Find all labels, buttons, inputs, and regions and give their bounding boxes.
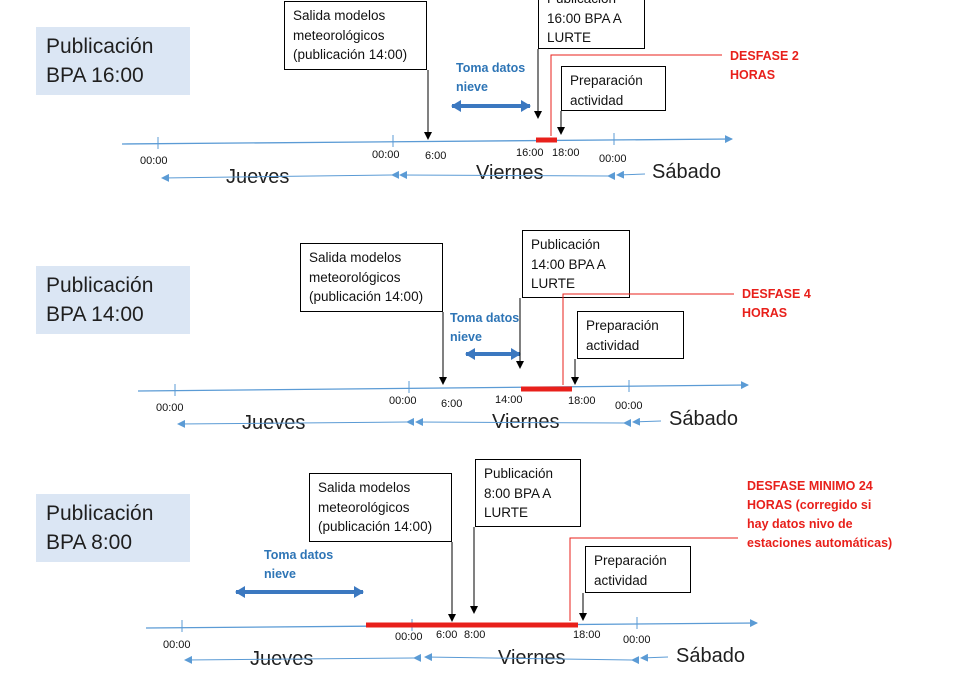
preparation-box: Preparación actividad bbox=[577, 311, 684, 359]
day-span-friday bbox=[424, 653, 640, 665]
tick-sat-0000: 00:00 bbox=[623, 634, 651, 646]
day-saturday: Sábado bbox=[669, 408, 738, 430]
preparation-box: Preparación actividad bbox=[585, 546, 691, 593]
snow-data-label: Toma datos nieve bbox=[264, 548, 334, 581]
panel-title: Publicación BPA 8:00 bbox=[36, 494, 190, 562]
tick-fri-0000: 00:00 bbox=[372, 149, 400, 161]
time-axis bbox=[137, 381, 749, 392]
day-span-saturday bbox=[632, 417, 662, 426]
publication-box: Publicación 14:00 BPA A LURTE bbox=[522, 230, 630, 298]
models-output-box: Salida modelos meteorológicos (publicaci… bbox=[300, 243, 443, 312]
tick-thu-0000: 00:00 bbox=[163, 639, 191, 651]
day-span-thursday bbox=[161, 170, 400, 182]
day-saturday: Sábado bbox=[652, 161, 721, 183]
tick-0600: 6:00 bbox=[441, 398, 463, 410]
gap-callout bbox=[550, 54, 722, 136]
tick-1800: 18:00 bbox=[573, 629, 601, 641]
tick-publication: 14:00 bbox=[495, 394, 523, 406]
snow-data-label: Toma datos nieve bbox=[450, 311, 520, 344]
publication-box: Publicación 8:00 BPA A LURTE bbox=[475, 459, 581, 527]
day-saturday: Sábado bbox=[676, 645, 745, 667]
tick-publication: 8:00 bbox=[464, 629, 486, 641]
panel-title: Publicación BPA 14:00 bbox=[36, 266, 190, 334]
gap-label: DESFASE MINIMO 24 HORAS (corregido si ha… bbox=[747, 479, 893, 550]
day-span-thursday bbox=[184, 653, 422, 664]
day-span-saturday bbox=[616, 170, 646, 179]
tick-sat-0000: 00:00 bbox=[599, 153, 627, 165]
tick-1800: 18:00 bbox=[568, 395, 596, 407]
publication-box: Publicación 16:00 BPA A LURTE bbox=[538, 0, 645, 49]
panel2-graphics bbox=[137, 293, 749, 428]
snow-data-label: Toma datos nieve bbox=[456, 61, 526, 94]
tick-0600: 6:00 bbox=[436, 629, 458, 641]
preparation-box: Preparación actividad bbox=[561, 66, 666, 111]
gap-label: DESFASE 2 HORAS bbox=[730, 49, 799, 82]
panel3-graphics bbox=[145, 527, 758, 665]
models-output-box: Salida modelos meteorológicos (publicaci… bbox=[309, 473, 452, 542]
gap-label: DESFASE 4 HORAS bbox=[742, 287, 811, 320]
gap-callout bbox=[569, 537, 738, 621]
gap-callout bbox=[562, 293, 734, 385]
tick-fri-0000: 00:00 bbox=[395, 631, 423, 643]
panel1-graphics bbox=[121, 49, 733, 182]
models-output-box: Salida modelos meteorológicos (publicaci… bbox=[284, 1, 427, 70]
day-span-friday bbox=[399, 171, 616, 181]
day-span-saturday bbox=[640, 653, 669, 662]
tick-sat-0000: 00:00 bbox=[615, 400, 643, 412]
day-span-thursday bbox=[177, 417, 415, 428]
tick-thu-0000: 00:00 bbox=[140, 155, 168, 167]
tick-0600: 6:00 bbox=[425, 150, 447, 162]
tick-fri-0000: 00:00 bbox=[389, 395, 417, 407]
time-axis bbox=[121, 135, 733, 145]
panel-title: Publicación BPA 16:00 bbox=[36, 27, 190, 95]
day-span-friday bbox=[415, 418, 632, 428]
tick-thu-0000: 00:00 bbox=[156, 402, 184, 414]
tick-publication: 16:00 bbox=[516, 147, 544, 159]
tick-1800: 18:00 bbox=[552, 147, 580, 159]
